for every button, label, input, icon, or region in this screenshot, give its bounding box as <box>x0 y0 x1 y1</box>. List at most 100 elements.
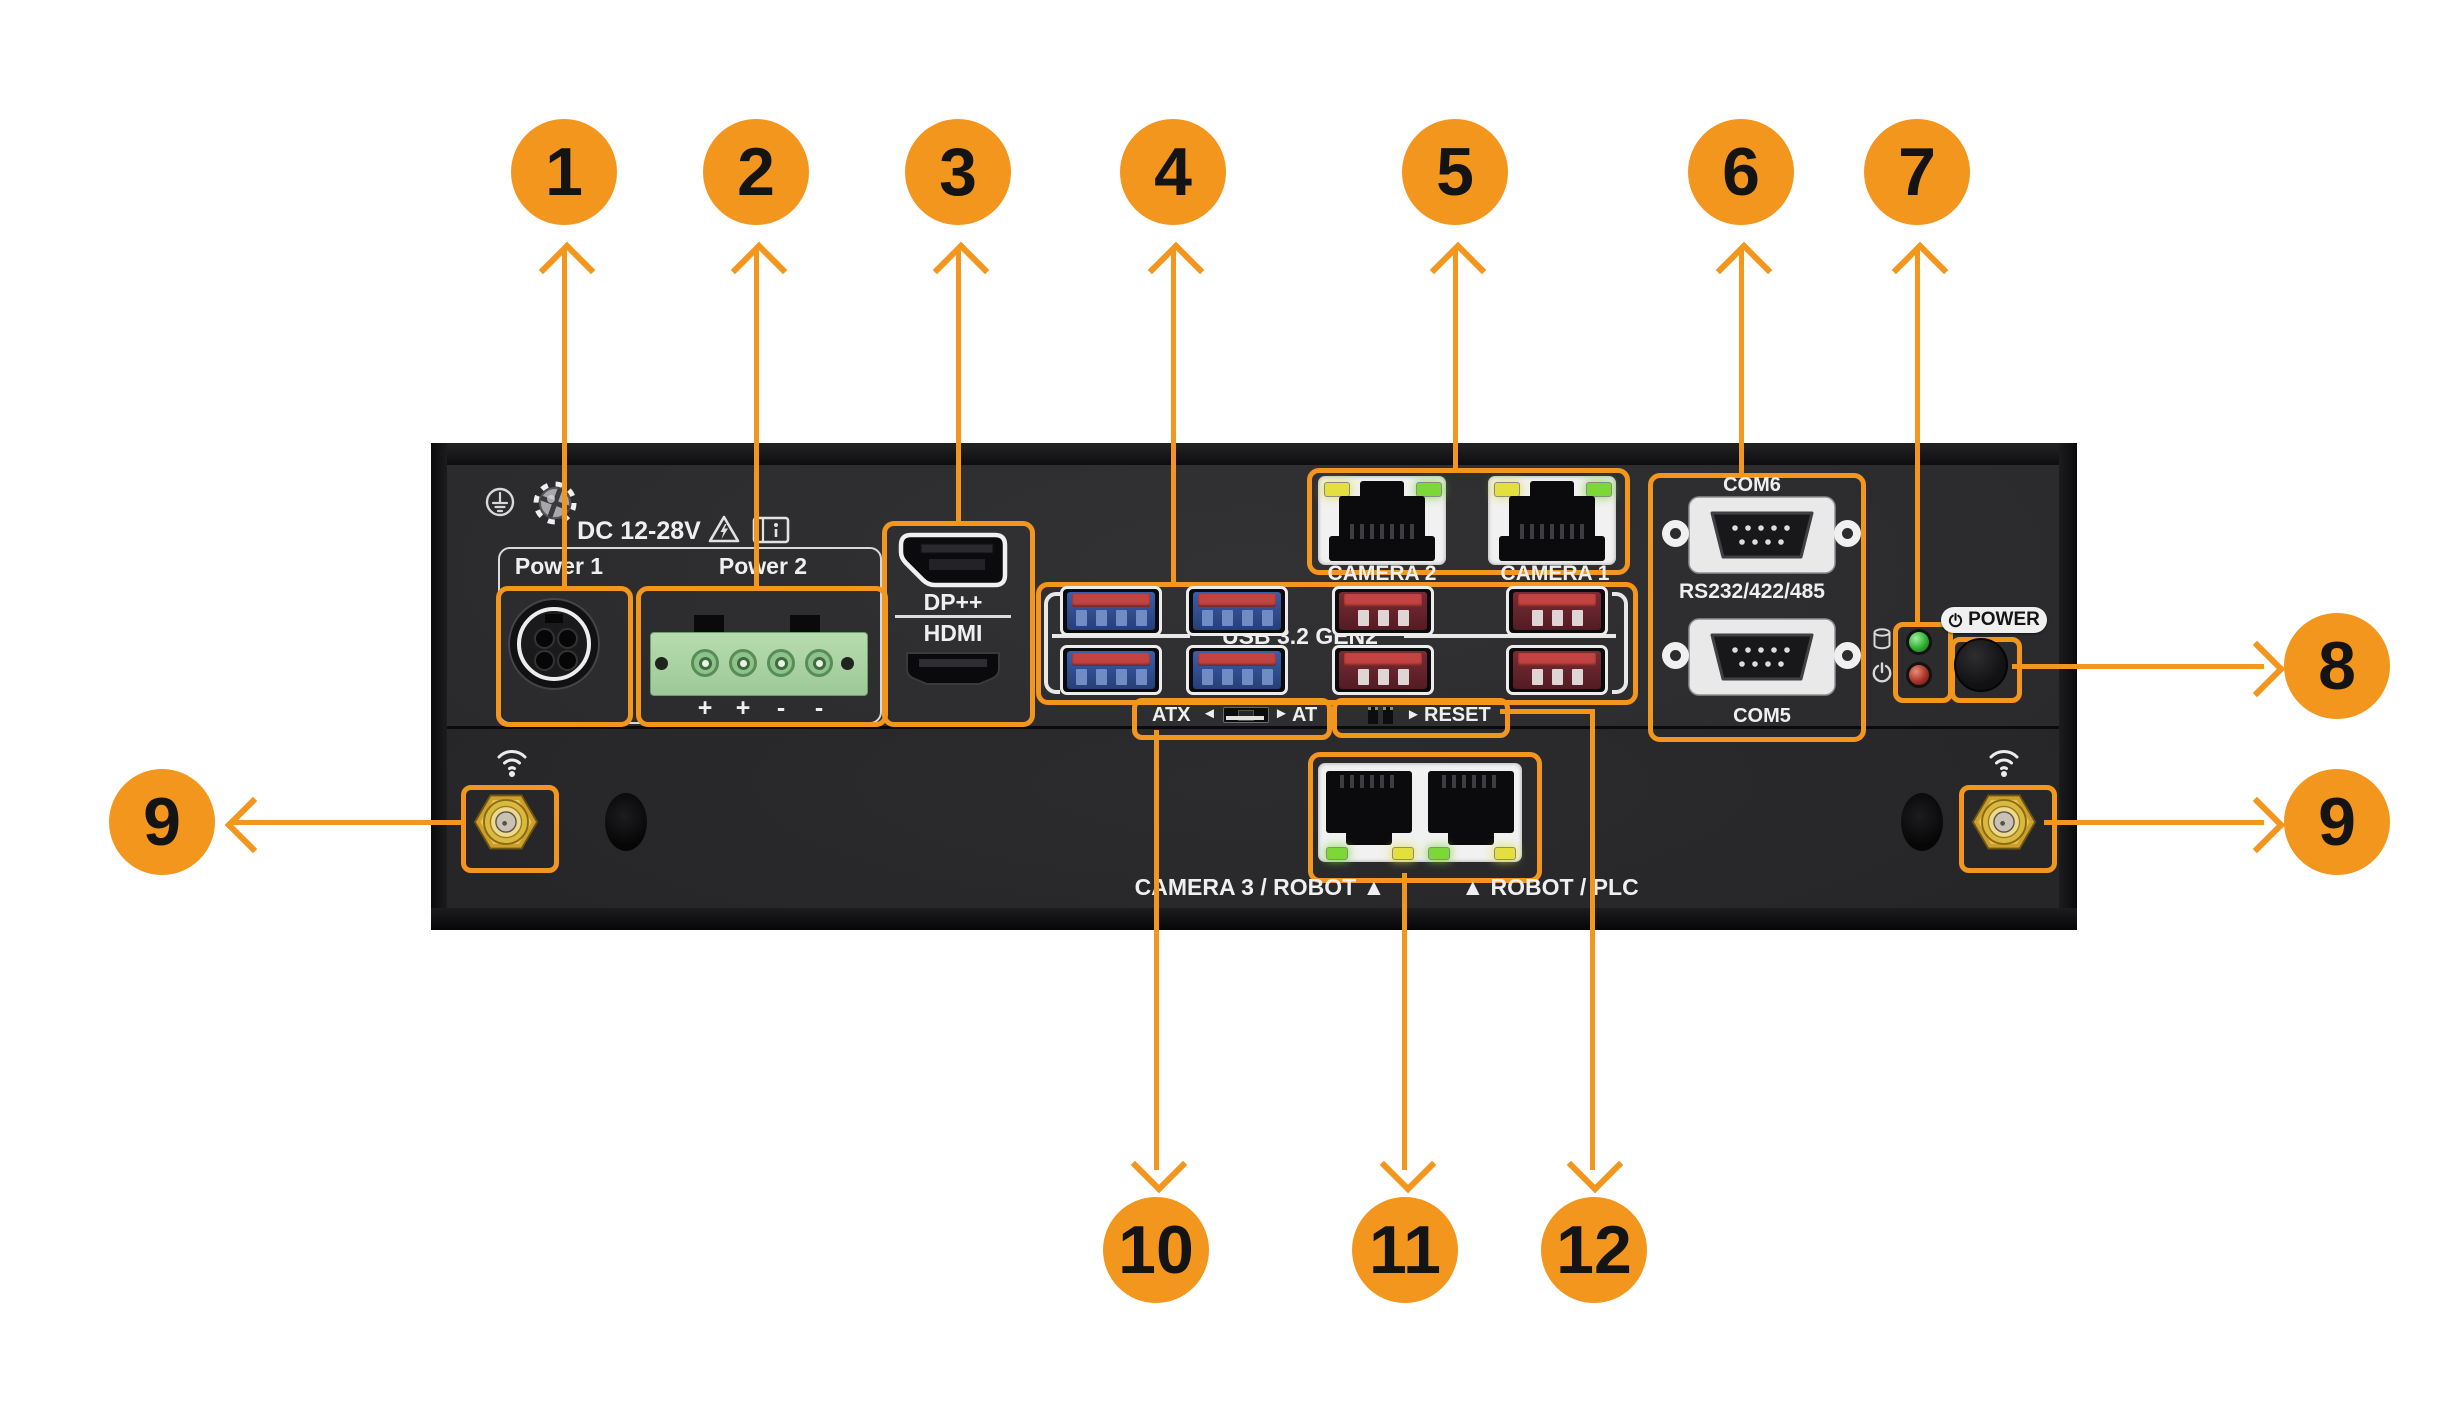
hdd-led <box>1906 629 1932 655</box>
usb-port-4 <box>1506 586 1608 636</box>
chassis-bottom-bevel <box>431 908 2077 930</box>
usb-port-7 <box>1332 645 1434 695</box>
robot-plc-label: ▲ ROBOT / PLC <box>1461 874 1639 900</box>
com6-screw-right <box>1834 520 1861 547</box>
chassis-lower-face <box>447 729 2059 908</box>
dp-hdmi-divider <box>895 615 1011 618</box>
chassis-left-wall <box>431 443 447 928</box>
callout-9l-arrow <box>224 796 282 854</box>
camera1-port <box>1488 476 1616 565</box>
at-label: AT <box>1292 704 1318 726</box>
storage-led-icon <box>1872 627 1892 656</box>
antenna-sma-left <box>473 789 539 855</box>
callout-12-arrow <box>1566 1136 1624 1194</box>
power-led <box>1906 662 1932 688</box>
camera2-port <box>1318 476 1446 565</box>
power-button <box>1954 638 2008 692</box>
hdmi-label: HDMI <box>923 620 983 646</box>
polarity-mark-2: + <box>735 694 751 722</box>
callout-6: 6 <box>1688 119 1794 225</box>
wifi-icon-left <box>492 744 532 783</box>
dp-label: DP++ <box>923 589 983 615</box>
robotplc-link-led <box>1428 847 1450 860</box>
power-glyph-icon <box>1949 612 1963 627</box>
callout-5: 5 <box>1402 119 1508 225</box>
screw-icon <box>532 480 578 531</box>
callout-9r-arrow <box>2228 796 2286 854</box>
chassis-top-bevel <box>431 443 2077 467</box>
atx-at-callout-box <box>1132 698 1332 740</box>
power1-label: Power 1 <box>514 553 604 579</box>
callout-7-arrow <box>1891 241 1949 299</box>
com5-screw-left <box>1662 642 1689 669</box>
callout-3-line <box>956 250 961 521</box>
atx-arrow-left: ◄ <box>1202 705 1217 722</box>
callout-3-arrow <box>932 241 990 299</box>
dc-rating-label: DC 12-28V <box>577 517 701 545</box>
robotplc-act-led <box>1494 847 1516 860</box>
at-arrow-right: ► <box>1274 705 1289 722</box>
callout-12: 12 <box>1541 1197 1647 1303</box>
camera3-link-led <box>1326 847 1348 860</box>
power-button-label-pill: POWER <box>1941 607 2047 633</box>
atx-at-slider <box>1223 707 1269 723</box>
com-callout-box <box>1648 473 1866 742</box>
callout-8-line <box>2012 664 2264 669</box>
antenna-sma-right <box>1971 789 2037 855</box>
com6-screw-left <box>1662 520 1689 547</box>
usb-port-3 <box>1332 586 1434 636</box>
polarity-mark-1: + <box>697 694 713 722</box>
callout-5-line <box>1453 250 1458 468</box>
callout-1-line <box>562 250 567 586</box>
power-button-label: POWER <box>1968 609 2040 630</box>
callout-9-left: 9 <box>109 769 215 875</box>
usb-port-2 <box>1186 586 1288 636</box>
robot-lan-ports <box>1318 763 1522 862</box>
camera-lan-callout-box <box>1307 468 1630 575</box>
read-manual-icon <box>752 516 790 549</box>
power-led-icon <box>1871 662 1893 689</box>
callout-11-arrow <box>1379 1136 1437 1194</box>
callout-9l-line <box>230 820 461 825</box>
polarity-mark-4: - <box>814 694 824 722</box>
antenna-right-callout-box <box>1959 785 2057 873</box>
camera1-link-led <box>1586 482 1612 497</box>
callout-6-line <box>1739 250 1744 473</box>
callout-12-line <box>1590 709 1595 1170</box>
robot-lan-callout-box <box>1308 752 1542 883</box>
callout-4: 4 <box>1120 119 1226 225</box>
callout-6-arrow <box>1715 241 1773 299</box>
chassis-right-wall <box>2059 443 2077 928</box>
camera2-link-led <box>1416 482 1442 497</box>
callout-2: 2 <box>703 119 809 225</box>
hazard-warning-icon <box>708 514 740 549</box>
usb-port-6 <box>1186 645 1288 695</box>
ground-icon <box>485 487 515 522</box>
com5-screw-right <box>1834 642 1861 669</box>
displayport-connector <box>897 531 1009 594</box>
usb-divider-left <box>1052 634 1190 638</box>
callout-11: 11 <box>1352 1197 1458 1303</box>
callout-2-line <box>754 250 759 586</box>
usb-right-bracket <box>1612 592 1628 694</box>
power2-label: Power 2 <box>718 553 808 579</box>
atx-at-switch-group: ATX ◄ ► AT <box>1140 698 1318 730</box>
callout-2-arrow <box>730 241 788 299</box>
callout-8-arrow <box>2228 640 2286 698</box>
callout-9-right: 9 <box>2284 769 2390 875</box>
callout-4-arrow <box>1147 241 1205 299</box>
camera1-act-led <box>1494 482 1520 497</box>
rs232-label: RS232/422/485 <box>1679 580 1825 603</box>
usb-port-5 <box>1060 645 1162 695</box>
mount-hole-right <box>1901 793 1943 851</box>
callout-1: 1 <box>511 119 617 225</box>
power1-din-connector <box>508 598 600 690</box>
callout-5-arrow <box>1429 241 1487 299</box>
reset-arrow: ► <box>1406 706 1421 723</box>
callout-10: 10 <box>1103 1197 1209 1303</box>
callout-3: 3 <box>905 119 1011 225</box>
camera2-act-led <box>1324 482 1350 497</box>
callout-7: 7 <box>1864 119 1970 225</box>
callout-10-line <box>1154 730 1159 1170</box>
